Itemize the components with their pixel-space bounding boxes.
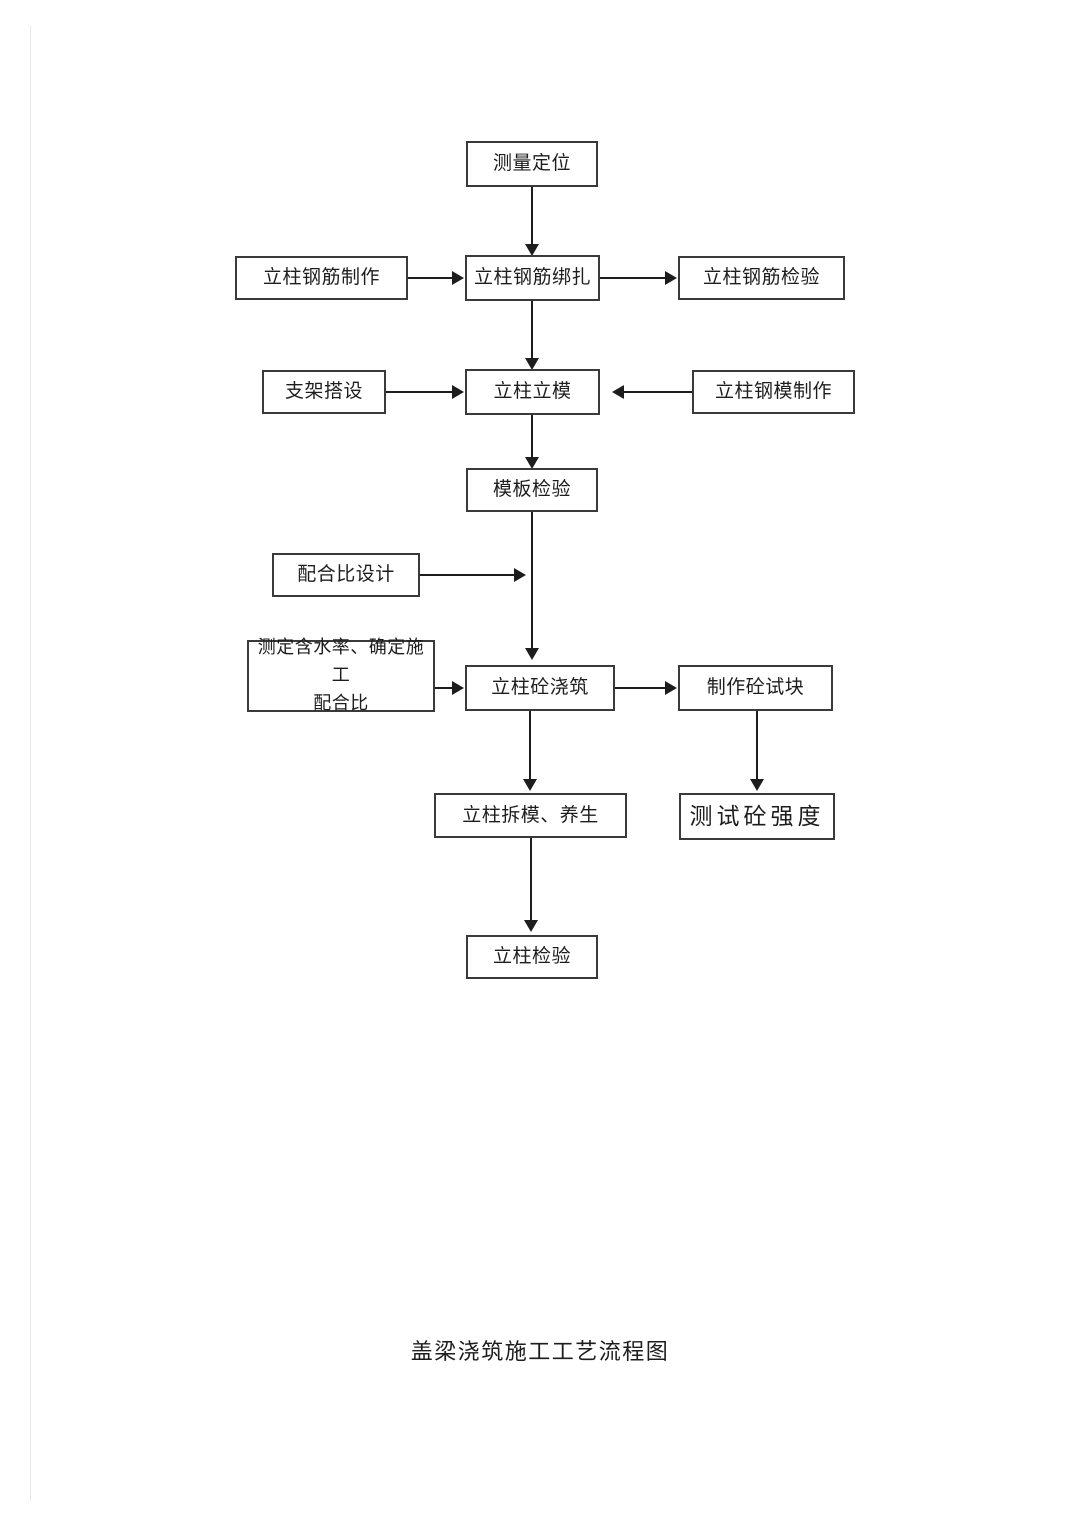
node-column-steel-mould-fabrication[interactable]: 立柱钢模制作 bbox=[692, 370, 855, 414]
node-column-rebar-binding[interactable]: 立柱钢筋绑扎 bbox=[465, 255, 600, 301]
node-label: 立柱拆模、养生 bbox=[462, 804, 599, 826]
arrowhead-n1-n3 bbox=[525, 244, 539, 256]
node-label: 立柱钢模制作 bbox=[714, 381, 832, 403]
node-label: 测量定位 bbox=[492, 153, 571, 175]
arrowhead-n8-n11 bbox=[525, 648, 539, 660]
node-column-rebar-inspection[interactable]: 立柱钢筋检验 bbox=[678, 256, 845, 300]
node-label: 测试砼强度 bbox=[689, 803, 825, 829]
node-scaffold-erection[interactable]: 支架搭设 bbox=[262, 370, 386, 414]
edge-n10-n11 bbox=[435, 687, 453, 689]
node-column-inspection[interactable]: 立柱检验 bbox=[466, 935, 598, 979]
edge-n2-n3 bbox=[408, 277, 453, 279]
node-label: 立柱砼浇筑 bbox=[491, 677, 589, 699]
node-measure-positioning[interactable]: 测量定位 bbox=[466, 141, 598, 187]
node-moisture-and-site-mix[interactable]: 测定含水率、确定施工 配合比 bbox=[247, 637, 435, 713]
node-label: 制作砼试块 bbox=[706, 677, 805, 699]
arrowhead-n5-n6 bbox=[452, 385, 464, 399]
node-column-formwork-removal-curing[interactable]: 立柱拆模、养生 bbox=[434, 793, 627, 838]
node-mix-proportion-design[interactable]: 配合比设计 bbox=[272, 553, 420, 597]
figure-caption: 盖梁浇筑施工工艺流程图 bbox=[410, 1339, 670, 1364]
node-column-concrete-pouring[interactable]: 立柱砼浇筑 bbox=[465, 665, 615, 711]
arrowhead-n11-n12 bbox=[665, 681, 677, 695]
edge-n1-n3 bbox=[531, 187, 533, 249]
node-label: 配合比设计 bbox=[297, 564, 395, 586]
node-test-concrete-strength[interactable]: 测试砼强度 bbox=[679, 793, 835, 840]
arrowhead-n3-n6 bbox=[525, 358, 539, 370]
edge-n3-n6 bbox=[531, 301, 533, 363]
node-make-concrete-test-block[interactable]: 制作砼试块 bbox=[678, 665, 833, 711]
node-label: 立柱钢筋检验 bbox=[702, 267, 820, 289]
edge-n9-trunk bbox=[420, 574, 515, 576]
node-column-formwork-erection[interactable]: 立柱立模 bbox=[465, 369, 600, 415]
arrowhead-n7-n6 bbox=[612, 385, 624, 399]
edge-n11-n13 bbox=[529, 711, 531, 783]
node-label: 测定含水率、确定施工 配合比 bbox=[257, 637, 425, 713]
node-label: 立柱检验 bbox=[492, 946, 571, 968]
arrowhead-n10-n11 bbox=[452, 681, 464, 695]
arrowhead-n12-n14 bbox=[750, 779, 764, 791]
arrowhead-n2-n3 bbox=[452, 271, 464, 285]
arrowhead-n6-n8 bbox=[525, 457, 539, 469]
node-label: 立柱立模 bbox=[493, 381, 572, 403]
arrowhead-n3-n4 bbox=[665, 271, 677, 285]
edge-n6-n8 bbox=[531, 415, 533, 462]
arrowhead-n11-n13 bbox=[523, 779, 537, 791]
edge-n7-n6 bbox=[624, 391, 692, 393]
node-label: 支架搭设 bbox=[284, 381, 363, 403]
node-column-rebar-fabrication[interactable]: 立柱钢筋制作 bbox=[235, 256, 408, 300]
node-label: 立柱钢筋绑扎 bbox=[473, 267, 591, 289]
arrowhead-n13-n15 bbox=[524, 920, 538, 932]
node-label: 模板检验 bbox=[492, 479, 571, 501]
edge-n5-n6 bbox=[386, 391, 453, 393]
edge-n3-n4 bbox=[600, 277, 666, 279]
node-formwork-inspection[interactable]: 模板检验 bbox=[466, 468, 598, 512]
arrowhead-n9-trunk bbox=[514, 568, 526, 582]
node-label: 立柱钢筋制作 bbox=[262, 267, 380, 289]
edge-n8-n11 bbox=[531, 512, 533, 652]
page-margin-rule bbox=[30, 26, 31, 1501]
edge-n13-n15 bbox=[530, 838, 532, 924]
edge-n11-n12 bbox=[615, 687, 666, 689]
edge-n12-n14 bbox=[756, 711, 758, 783]
